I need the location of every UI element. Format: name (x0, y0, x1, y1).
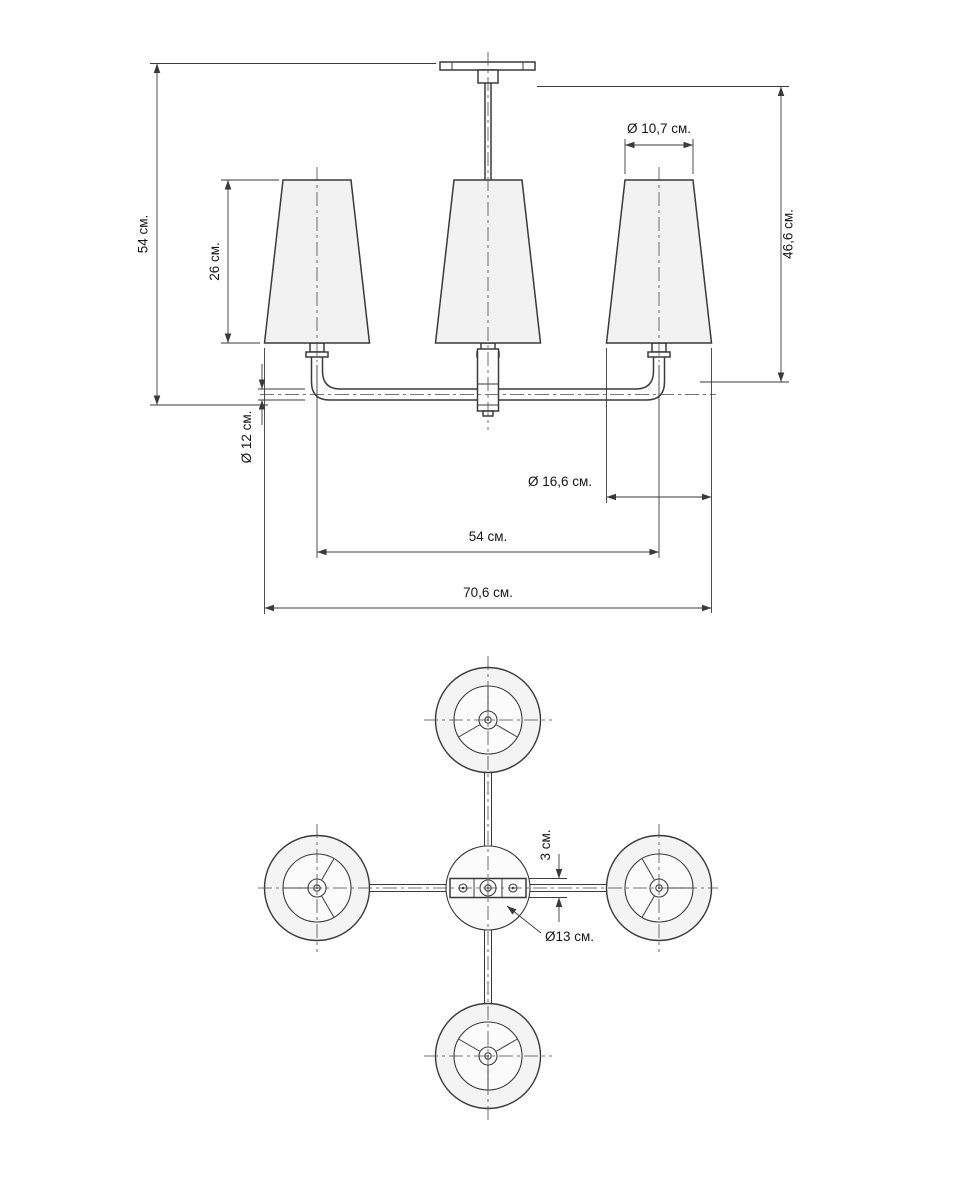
dim-stem-diameter: Ø 12 см. (239, 364, 305, 463)
dim-label-shade-top-diameter: Ø 10,7 см. (627, 121, 691, 136)
elevation-view: 54 см. 26 см. Ø 10,7 см. 46,6 см. (136, 52, 796, 614)
right-arm (498, 352, 666, 401)
dim-label-arm-span: 54 см. (469, 529, 508, 544)
dim-label-hanging-height: 46,6 см. (781, 209, 796, 259)
plan-centerlines (258, 656, 718, 1122)
ceiling-plate (439, 61, 536, 71)
dim-shade-height: 26 см. (207, 179, 279, 344)
dim-label-shade-height: 26 см. (207, 242, 222, 281)
dim-label-stem-diameter: Ø 12 см. (239, 411, 254, 464)
dim-mount-plate-height: 3 см. (529, 829, 567, 922)
dim-label-overall-width: 70,6 см. (463, 585, 513, 600)
dim-label-mount-plate-height: 3 см. (538, 829, 553, 860)
dim-arm-span: 54 см. (316, 365, 660, 558)
dim-shade-top-diameter: Ø 10,7 см. (624, 121, 694, 174)
elevation-centerlines (260, 52, 716, 430)
dim-label-hub-diameter: Ø13 см. (545, 929, 594, 944)
dim-shade-bottom-diameter: Ø 16,6 см. (528, 348, 712, 613)
left-arm (310, 352, 478, 401)
plan-view: 3 см. Ø13 см. (258, 656, 718, 1122)
dim-label-overall-height: 54 см. (136, 215, 151, 254)
dim-overall-height: 54 см. (136, 63, 436, 406)
ceiling-mount (439, 61, 536, 84)
dim-label-shade-bottom-diameter: Ø 16,6 см. (528, 474, 592, 489)
dim-overall-width: 70,6 см. (264, 348, 712, 614)
dim-hanging-height: 46,6 см. (537, 86, 796, 383)
dim-hub-diameter: Ø13 см. (506, 905, 594, 944)
plan-arms (370, 773, 606, 1003)
